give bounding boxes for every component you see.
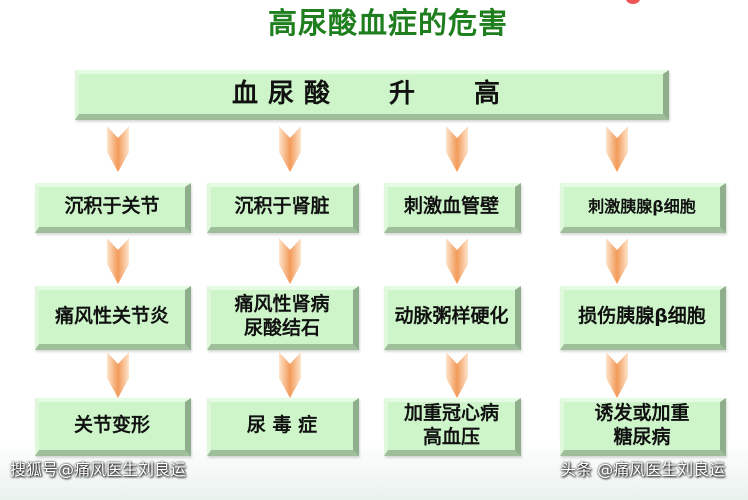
down-arrow-icon <box>107 352 129 398</box>
top-box-uric-acid-rise: 血尿酸 升 高 <box>75 70 669 120</box>
effect-box-col3-row3: 加重冠心病 高血压 <box>384 398 521 456</box>
down-arrow-icon <box>606 352 628 398</box>
down-arrow-icon <box>279 126 301 172</box>
down-arrow-icon <box>279 352 301 398</box>
down-arrow-icon <box>107 126 129 172</box>
effect-box-col1-row1: 沉积于关节 <box>35 183 191 233</box>
effect-box-col3-row2: 动脉粥样硬化 <box>384 286 521 350</box>
down-arrow-icon <box>279 238 301 284</box>
effect-box-col4-row2: 损伤胰腺β细胞 <box>560 286 726 350</box>
logo-dot <box>626 0 640 4</box>
effect-box-col2-row1: 沉积于肾脏 <box>207 183 359 233</box>
down-arrow-icon <box>446 126 468 172</box>
effect-box-col1-row3: 关节变形 <box>35 398 191 456</box>
effect-box-col2-row3: 尿 毒 症 <box>207 398 359 456</box>
diagram-title: 高尿酸血症的危害 <box>267 6 508 40</box>
watermark-left: 搜狐号@痛风医生刘良运 <box>10 460 187 479</box>
effect-box-col2-row2: 痛风性肾病 尿酸结石 <box>207 286 359 350</box>
down-arrow-icon <box>606 126 628 172</box>
effect-box-col1-row2: 痛风性关节炎 <box>35 286 191 350</box>
down-arrow-icon <box>446 238 468 284</box>
down-arrow-icon <box>606 238 628 284</box>
down-arrow-icon <box>446 352 468 398</box>
down-arrow-icon <box>107 238 129 284</box>
watermark-right: 头条 @痛风医生刘良运 <box>560 460 726 479</box>
effect-box-col4-row1: 刺激胰腺β细胞 <box>560 183 726 233</box>
effect-box-col4-row3: 诱发或加重 糖尿病 <box>560 398 726 456</box>
effect-box-col3-row1: 刺激血管壁 <box>384 183 521 233</box>
